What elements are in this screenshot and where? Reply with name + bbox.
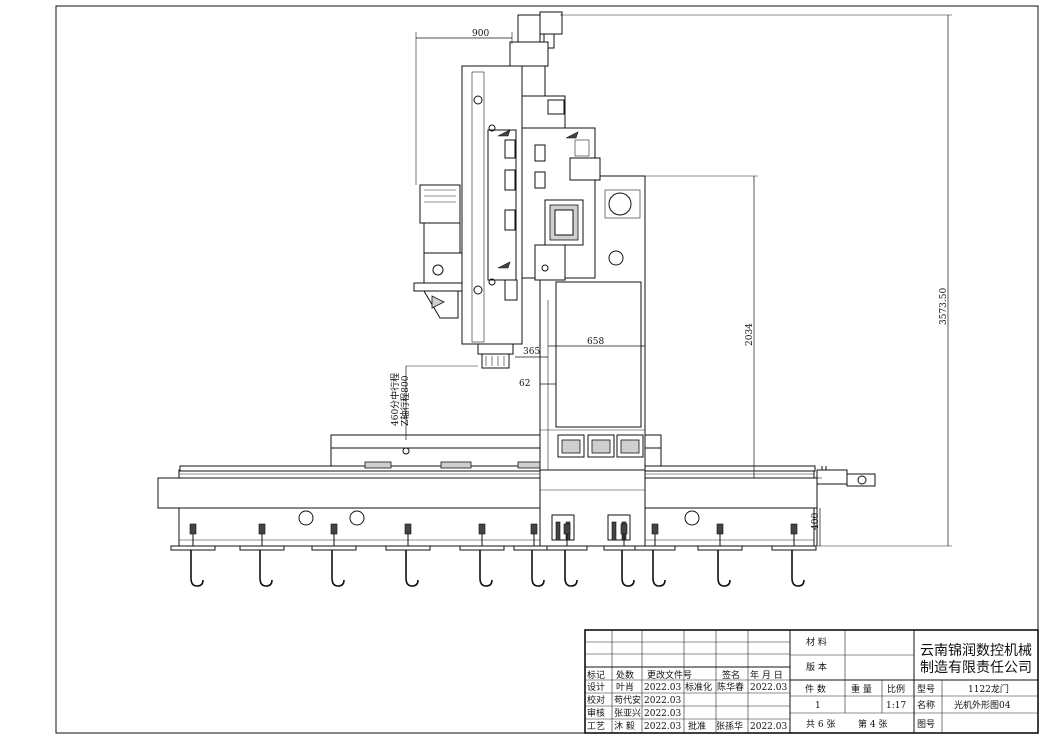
- dim-400: 400: [811, 513, 821, 530]
- tb-drawing-no-label: 图号: [917, 719, 935, 730]
- tb-approve-name: 张孫华: [716, 720, 743, 732]
- tb-col-sign: 签名: [722, 669, 740, 681]
- tb-design-date: 2022.03: [644, 683, 681, 693]
- stroke-note-2: Z轴行程800: [399, 375, 411, 426]
- dimension-lines: [405, 14, 952, 547]
- tb-weight-label: 重 量: [851, 683, 872, 695]
- tb-process-label: 工艺: [587, 721, 605, 732]
- tb-col-mark: 标记: [587, 669, 605, 681]
- tb-total-sheets: 共 6 张: [806, 719, 835, 730]
- tb-scale-value: 1:17: [886, 701, 906, 711]
- tb-col-count: 处数: [616, 669, 634, 681]
- tb-review-date: 2022.03: [644, 709, 681, 719]
- tb-process-date: 2022.03: [644, 722, 681, 732]
- dim-62: 62: [519, 379, 530, 389]
- tb-col-date: 年 月 日: [750, 669, 783, 681]
- tb-model-value: 1122龙门: [968, 683, 1009, 695]
- stroke-note-1: 460分中行程: [389, 373, 401, 426]
- tb-process-name: 沐 毅: [614, 720, 635, 732]
- drawing-border: [55, 5, 1039, 734]
- tb-check-name: 苟代安: [614, 694, 641, 706]
- tb-model-label: 型号: [917, 684, 935, 695]
- dim-365: 365: [523, 347, 540, 357]
- tb-company-line1: 云南锦润数控机械: [920, 642, 1032, 659]
- tb-sheet-no: 第 4 张: [858, 718, 887, 730]
- tb-design-name: 叶肖: [616, 681, 634, 693]
- tb-scale-label: 比例: [887, 683, 905, 695]
- spindle-head: [413, 11, 601, 369]
- tb-standard-date: 2022.03: [750, 683, 787, 693]
- tb-design-label: 设计: [587, 681, 605, 693]
- tb-standard-label: 标准化: [685, 681, 712, 693]
- tb-pieces-value: 1: [815, 701, 821, 711]
- tb-standard-name: 陈华春: [717, 681, 744, 693]
- tb-col-change-doc: 更改文件号: [647, 669, 692, 681]
- tb-review-label: 审核: [587, 707, 605, 719]
- machine-base: [157, 465, 876, 547]
- tb-name-value: 光机外形图04: [954, 699, 1011, 711]
- dim-658: 658: [587, 337, 604, 347]
- tb-check-date: 2022.03: [644, 696, 681, 706]
- dim-2034: 2034: [745, 323, 755, 346]
- dim-900: 900: [472, 29, 489, 39]
- tb-name-label: 名称: [917, 699, 935, 711]
- tb-review-name: 张亚兴: [614, 708, 641, 719]
- tb-company-line2: 制造有限责任公司: [920, 660, 1032, 676]
- leveling-feet: [170, 523, 817, 587]
- tb-pieces-label: 件 数: [805, 683, 826, 695]
- tb-material-label: 材 料: [806, 636, 827, 648]
- dim-3573: 3573.50: [939, 288, 949, 325]
- tb-version-label: 版 本: [806, 661, 827, 673]
- tb-check-label: 校对: [587, 694, 605, 706]
- tb-approve-date: 2022.03: [750, 722, 787, 732]
- tb-approve-label: 批准: [688, 720, 706, 732]
- title-block: [584, 629, 1039, 734]
